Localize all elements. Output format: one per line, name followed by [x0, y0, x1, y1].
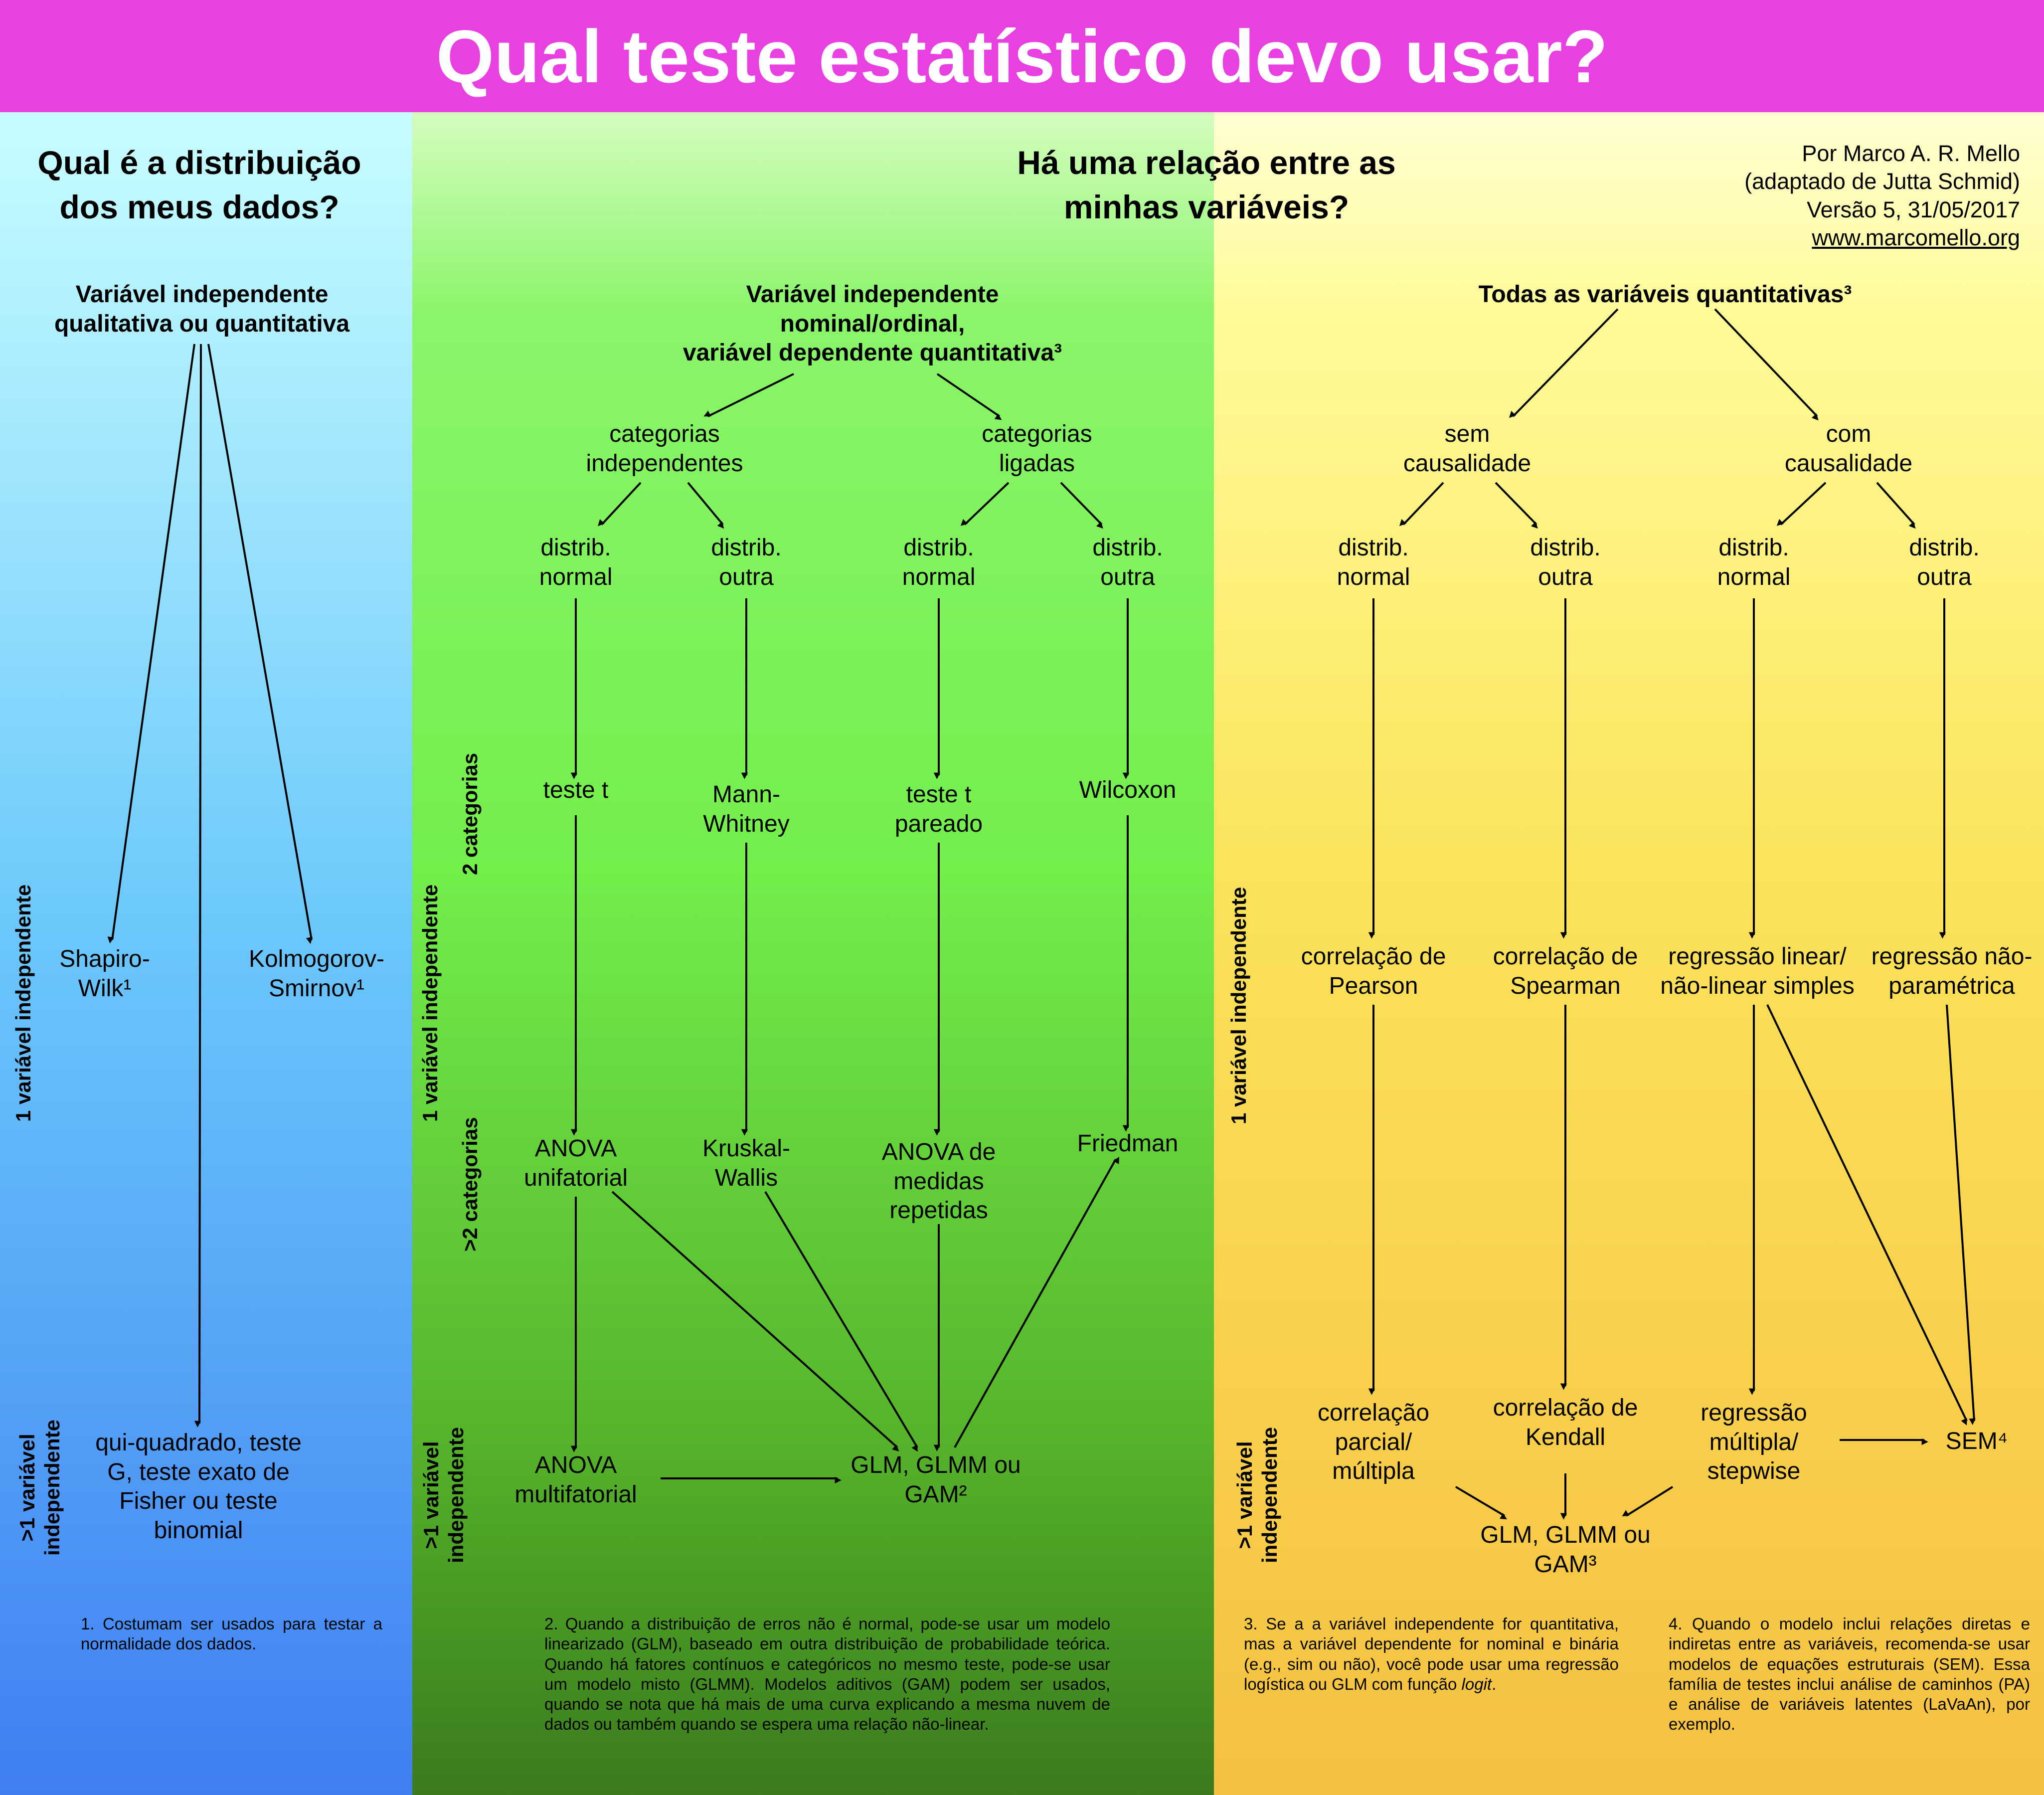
regressao-linear-node: regressão linear/ não-linear simples [1660, 943, 1855, 999]
right-row-label-many: >1 variável independente [1233, 1427, 1282, 1563]
right-footnote-4: 4. Quando o modelo inclui relações diret… [1669, 1615, 2030, 1734]
mid-glm-node: GLM, GLMM ou GAM² [851, 1452, 1021, 1508]
right-glm-node: GLM, GLMM ou GAM³ [1480, 1522, 1651, 1578]
left-row-label-one: 1 variável independente [11, 884, 35, 1122]
credit-author: Por Marco A. R. Mello [1802, 141, 2020, 166]
arrow-sem-normal [1399, 482, 1444, 527]
chi-square-node: qui-quadrado, teste G, teste exato de Fi… [95, 1430, 302, 1544]
spearman-node: correlação de Spearman [1493, 943, 1638, 999]
arrow-lig-outra [1060, 482, 1103, 529]
arrow-to-cat-ind [703, 373, 794, 417]
shapiro-wilk-node: Shapiro- Wilk¹ [59, 946, 150, 1002]
middle-question: Há uma relação entre as minhas variáveis… [1017, 144, 1396, 226]
middle-header: Variável independente nominal/ordinal, v… [682, 281, 1062, 366]
arrow-ind-outra [687, 482, 724, 529]
kendall-node: correlação de Kendall [1493, 1395, 1638, 1450]
arrow-to-shapiro [107, 344, 195, 944]
credit-version: Versão 5, 31/05/2017 [1807, 196, 2020, 222]
arrow-to-chi [194, 344, 202, 1428]
right-footnote-3: 3. Se a a variável independente for quan… [1244, 1615, 1619, 1693]
arrow-kruskal-to-glm [764, 1191, 918, 1452]
middle-column [412, 112, 1214, 1795]
categorias-independentes-node: categorias independentes [586, 421, 743, 477]
arrow-parcial-to-glm [1455, 1486, 1507, 1520]
mid-row-label-many: >1 variável independente [419, 1427, 468, 1563]
left-header: Variável independente qualitativa ou qua… [54, 281, 350, 337]
kruskal-wallis-node: Kruskal- Wallis [702, 1135, 791, 1191]
anova-medidas-repetidas-node: ANOVA de medidas repetidas [881, 1139, 996, 1224]
credit-block: Por Marco A. R. Mello (adaptado de Jutta… [1744, 140, 2020, 252]
arrow-naoparam-to-semmodel [1946, 1004, 1976, 1426]
middle-footnote: 2. Quando a distribuição de erros não é … [544, 1615, 1110, 1734]
title-bar: Qual teste estatístico devo usar? [0, 0, 2044, 112]
arrow-com-normal [1776, 482, 1827, 526]
right-header: Todas as variáveis quantitativas³ [1478, 281, 1852, 308]
teste-t-node: teste t [543, 777, 609, 803]
arrow-linear-to-semmodel [1766, 1004, 1968, 1426]
arrow-sem-outra [1495, 482, 1538, 529]
credit-adapted: (adaptado de Jutta Schmid) [1744, 169, 2020, 194]
sem-model-node: SEM⁴ [1945, 1428, 2008, 1454]
anova-unifatorial-node: ANOVA unifatorial [523, 1135, 628, 1191]
left-column [0, 112, 412, 1795]
mid-distrib-normal-2: distrib. normal [902, 535, 976, 590]
regressao-nao-parametrica-node: regressão não- paramétrica [1871, 943, 2033, 999]
regressao-multipla-node: regressão múltipla/ stepwise [1701, 1400, 1807, 1485]
mid-distrib-outra-1: distrib. outra [711, 535, 782, 590]
sem-causalidade-node: sem causalidade [1403, 421, 1532, 477]
mann-whitney-node: Mann- Whitney [703, 781, 790, 837]
right-distrib-outra-1: distrib. outra [1530, 535, 1601, 590]
arrow-multipla-to-glm [1622, 1486, 1674, 1517]
anova-multifatorial-node: ANOVA multifatorial [514, 1452, 637, 1508]
left-question: Qual é a distribuição dos meus dados? [37, 144, 361, 226]
left-row-label-many: >1 variável independente [15, 1419, 64, 1556]
teste-t-pareado-node: teste t pareado [894, 781, 983, 837]
mid-distrib-outra-2: distrib. outra [1092, 535, 1163, 590]
arrow-to-cat-lig [936, 373, 1002, 420]
left-footnote: 1. Costumam ser usados para testar a nor… [81, 1615, 382, 1653]
mid-distrib-normal-1: distrib. normal [539, 535, 613, 590]
correlacao-parcial-node: correlação parcial/ múltipla [1317, 1400, 1430, 1485]
mid-row-label-two-cat: 2 categorias [458, 752, 482, 875]
arrow-com-outra [1876, 482, 1916, 529]
arrow-to-com [1714, 308, 1819, 421]
right-distrib-outra-2: distrib. outra [1909, 535, 1980, 590]
wilcoxon-node: Wilcoxon [1079, 777, 1177, 803]
page-title: Qual teste estatístico devo usar? [436, 14, 1608, 98]
arrow-ind-normal [598, 482, 642, 527]
kolmogorov-smirnov-node: Kolmogorov- Smirnov¹ [248, 946, 385, 1002]
friedman-node: Friedman [1077, 1130, 1179, 1157]
right-distrib-normal-2: distrib. normal [1717, 535, 1791, 590]
arrow-lig-normal [960, 482, 1010, 526]
com-causalidade-node: com causalidade [1784, 421, 1913, 477]
pearson-node: correlação de Pearson [1301, 943, 1446, 999]
arrow-to-sem [1509, 308, 1619, 418]
mid-row-label-more-cat: >2 categorias [458, 1117, 482, 1252]
right-distrib-normal-1: distrib. normal [1337, 535, 1410, 590]
credit-url-link[interactable]: www.marcomello.org [1812, 224, 2020, 250]
mid-row-label-one: 1 variável independente [418, 884, 442, 1122]
right-row-label-one: 1 variável independente [1227, 887, 1250, 1124]
arrow-uni-to-glm [611, 1191, 899, 1451]
categorias-ligadas-node: categorias ligadas [982, 421, 1092, 477]
arrow-glm-to-friedman [954, 1156, 1119, 1448]
arrow-to-kolmogorov [207, 344, 313, 944]
